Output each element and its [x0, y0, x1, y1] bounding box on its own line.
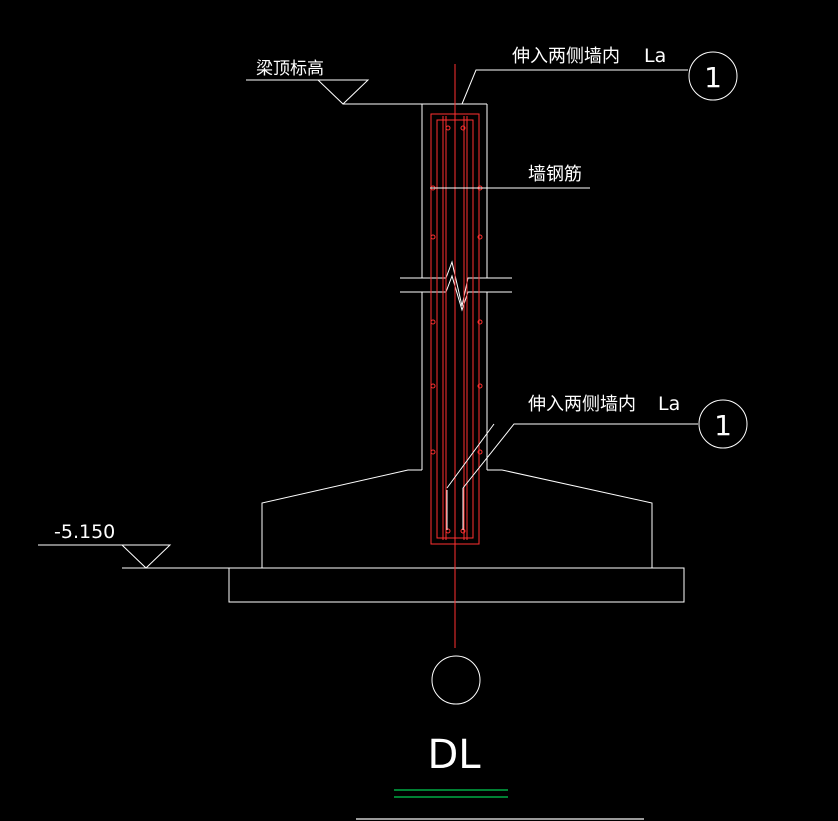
- lower-anchor-note: 伸入两侧墙内: [528, 394, 636, 415]
- wall-rebar-label: 墙钢筋: [528, 164, 582, 185]
- lower-anchorage-callout: 伸入两侧墙内 La 1: [446, 393, 748, 530]
- wall-stem-outline: [421, 104, 488, 470]
- upper-detail-circle: [688, 51, 738, 101]
- beam-top-elevation-marker: 梁顶标高: [246, 59, 370, 105]
- lower-detail-circle: [698, 399, 748, 449]
- upper-anchorage-callout: 伸入两侧墙内 La 1: [461, 45, 738, 105]
- wall-rebar-cage: [430, 64, 480, 648]
- title-underline: [394, 789, 508, 798]
- lower-anchor-code: La: [658, 393, 680, 415]
- drawing-title: DL: [427, 732, 481, 778]
- footing-outline: [228, 469, 685, 603]
- lower-detail-number: 1: [714, 409, 732, 442]
- upper-detail-number: 1: [704, 61, 722, 94]
- elevation-label: -5.150: [54, 521, 115, 543]
- upper-anchor-note: 伸入两侧墙内: [512, 46, 620, 67]
- upper-anchor-code: La: [644, 45, 666, 67]
- rebar-dots: [430, 125, 483, 534]
- bottom-elevation-marker: -5.150: [38, 521, 229, 569]
- wall-rebar-callout: 墙钢筋: [430, 164, 590, 189]
- axis-bubble: [431, 655, 481, 705]
- beam-top-label: 梁顶标高: [256, 59, 324, 79]
- break-line-symbol: [400, 260, 512, 312]
